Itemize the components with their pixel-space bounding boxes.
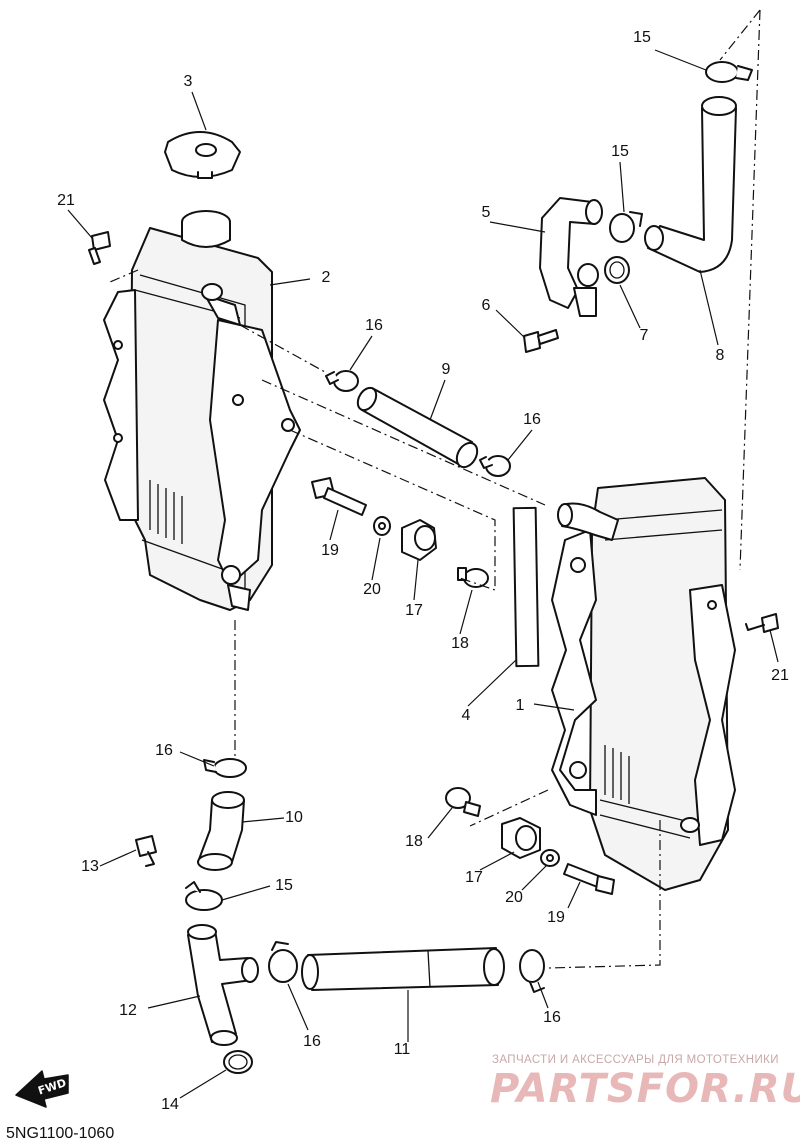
washer-upper: [373, 516, 391, 536]
bolt-21-right: [745, 613, 779, 633]
callout-16-c: 16: [155, 742, 173, 759]
callout-13: 13: [81, 858, 99, 875]
right-radiator: [551, 477, 736, 891]
callout-17-b: 17: [465, 869, 483, 886]
hose-10: [197, 791, 245, 871]
hose-clamp-15-top: [705, 61, 753, 83]
callout-15-mid: 15: [611, 143, 629, 160]
callout-9: 9: [442, 361, 451, 378]
callout-14: 14: [161, 1096, 179, 1113]
callout-7: 7: [640, 327, 649, 344]
callout-18-b: 18: [405, 833, 423, 850]
callout-16-e: 16: [543, 1009, 561, 1026]
hose-11: [301, 947, 505, 991]
watermark-brand: PARTSFOR.RU: [490, 1066, 800, 1112]
o-ring-7: [604, 256, 630, 284]
hose-9: [356, 386, 479, 469]
callout-21-b: 21: [771, 667, 789, 684]
callout-11: 11: [394, 1041, 411, 1058]
seal-strip: [512, 506, 540, 668]
hose-8: [644, 96, 737, 273]
callout-19-a: 19: [321, 542, 339, 559]
hose-clamp-upper-right: [479, 455, 511, 477]
callout-21-a: 21: [57, 192, 75, 209]
callout-16-d: 16: [303, 1033, 321, 1050]
callout-4: 4: [462, 707, 471, 724]
washer-14: [223, 1050, 253, 1074]
callout-3: 3: [184, 73, 193, 90]
bolt-lower: [563, 863, 615, 895]
callout-8: 8: [716, 347, 725, 364]
callout-15-lower: 15: [275, 877, 293, 894]
bolt-21-left: [88, 231, 111, 265]
hose-clamp-16-lower-right: [519, 949, 545, 993]
washer-lower: [540, 849, 560, 867]
hose-clamp-upper-left: [325, 370, 359, 392]
callout-16-b: 16: [523, 411, 541, 428]
callout-6: 6: [482, 297, 491, 314]
callout-16-a: 16: [365, 317, 383, 334]
watermark-subtitle: ЗАПЧАСТИ И АКСЕССУАРЫ ДЛЯ МОТОТЕХНИКИ: [492, 1054, 779, 1066]
bolt-13: [135, 835, 157, 867]
diagram-code: 5NG1100-1060: [6, 1125, 115, 1142]
callout-labels: 1 2 3 4 5 6 7 8 9 10 11 12 13 14 15 15 1…: [57, 29, 789, 1113]
left-radiator: [103, 210, 301, 611]
callout-20-b: 20: [505, 889, 523, 906]
collar-upper: [457, 567, 489, 588]
hose-5: [539, 197, 603, 317]
hose-clamp-15-lower: [185, 881, 223, 911]
callout-12: 12: [119, 1002, 137, 1019]
callout-5: 5: [482, 204, 491, 221]
callout-1: 1: [516, 697, 525, 714]
hose-clamp-16-lower-mid: [268, 941, 298, 983]
callout-20-a: 20: [363, 581, 381, 598]
callout-17-a: 17: [405, 602, 423, 619]
leader-lines: [67, 49, 779, 1099]
callout-2: 2: [322, 269, 331, 286]
hose-clamp-15-mid: [609, 211, 643, 243]
assembly-lines: [109, 9, 761, 969]
bolt-upper: [311, 477, 367, 516]
bolt-6: [523, 329, 559, 353]
damper-upper: [401, 519, 437, 561]
hose-clamp-16-lower-left: [203, 758, 247, 778]
callout-10: 10: [285, 809, 303, 826]
forward-arrow-icon: FWD: [15, 1070, 69, 1108]
damper-lower: [501, 817, 541, 859]
pipe-12: [187, 924, 259, 1046]
callout-15-top: 15: [633, 29, 651, 46]
callout-18-a: 18: [451, 635, 469, 652]
collar-lower: [445, 787, 481, 817]
radiator-cap: [164, 131, 241, 179]
callout-19-b: 19: [547, 909, 565, 926]
